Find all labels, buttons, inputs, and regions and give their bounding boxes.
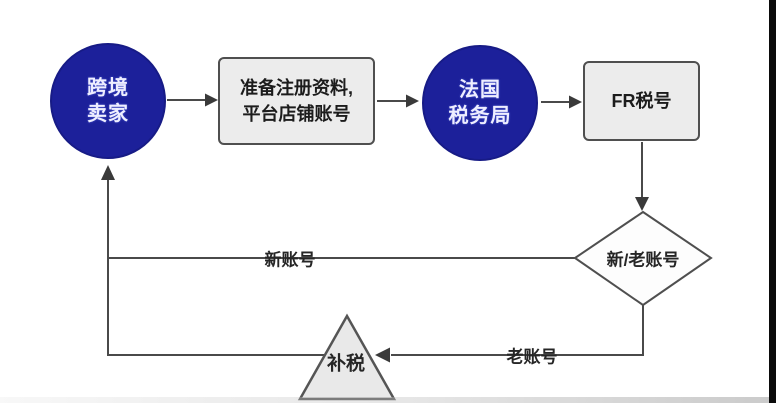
node-prepare-registration: 准备注册资料, 平台店铺账号 <box>218 57 375 145</box>
arrowhead-into-backtax <box>375 347 390 363</box>
edge-label-old-account: 老账号 <box>506 347 558 367</box>
arrowhead-into-decision <box>635 197 649 211</box>
arrowhead-into-taxbureau <box>406 94 419 108</box>
node-fr-tax-number-label: FR税号 <box>611 91 672 111</box>
bottom-edge-shade <box>0 397 769 403</box>
node-backtax-label: 补税 <box>326 353 366 375</box>
node-cross-border-seller: 跨境 卖家 <box>50 43 166 159</box>
arrowhead-into-prepare <box>205 93 218 107</box>
node-decision-diamond <box>573 210 713 307</box>
node-fr-tax-number: FR税号 <box>583 61 700 141</box>
node-french-tax-bureau-label-line2: 税务局 <box>448 105 512 127</box>
node-cross-border-seller-label-line2: 卖家 <box>87 103 129 125</box>
node-cross-border-seller-label-line1: 跨境 <box>87 77 129 99</box>
node-french-tax-bureau: 法国 税务局 <box>422 45 538 161</box>
arrowhead-into-seller <box>101 165 115 180</box>
right-edge-black-strip <box>769 0 776 403</box>
edge-decision-to-backtax <box>391 305 644 356</box>
node-prepare-registration-label-line2: 平台店铺账号 <box>242 104 351 124</box>
node-french-tax-bureau-label-line1: 法国 <box>459 79 501 101</box>
node-prepare-registration-label-line1: 准备注册资料, <box>239 78 353 98</box>
edge-label-new-account: 新账号 <box>264 250 316 270</box>
node-decision-label: 新/老账号 <box>606 250 680 270</box>
arrowhead-into-fr <box>569 95 582 109</box>
